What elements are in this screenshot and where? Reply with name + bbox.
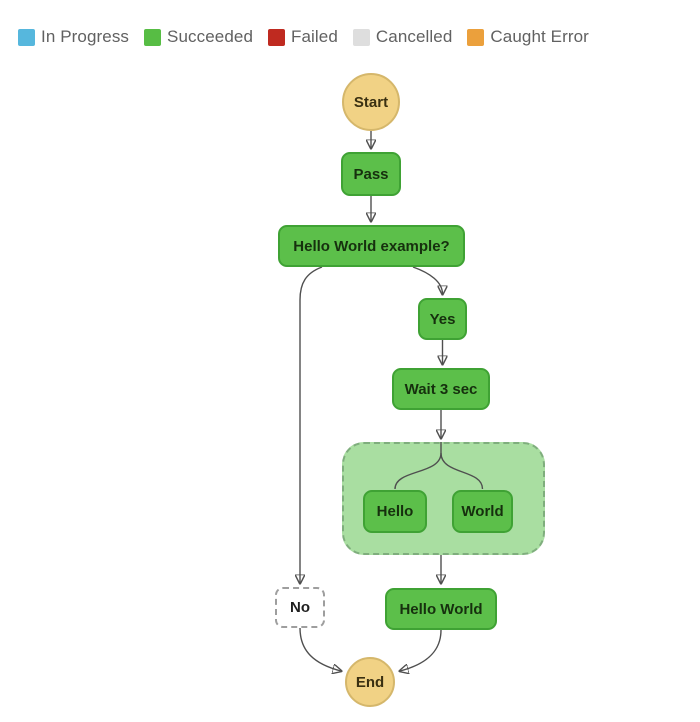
edge-choice-no bbox=[300, 266, 323, 583]
node-world[interactable]: World bbox=[452, 490, 513, 533]
node-hello[interactable]: Hello bbox=[363, 490, 427, 533]
succeeded-swatch-icon bbox=[144, 28, 162, 46]
node-pass-label: Pass bbox=[353, 165, 389, 183]
edge-helloworld-end bbox=[400, 629, 442, 671]
node-wait-label: Wait 3 sec bbox=[404, 380, 478, 398]
edge-no-end bbox=[299, 627, 341, 671]
node-hello-world[interactable]: Hello World bbox=[385, 588, 497, 630]
cancelled-swatch-icon bbox=[352, 28, 370, 46]
node-pass[interactable]: Pass bbox=[341, 152, 401, 196]
node-no-label: No bbox=[290, 599, 310, 616]
node-world-label: World bbox=[461, 503, 504, 520]
legend-label: In Progress bbox=[41, 27, 130, 46]
node-yes[interactable]: Yes bbox=[418, 298, 467, 340]
node-yes-label: Yes bbox=[429, 310, 456, 328]
in-progress-swatch-icon bbox=[18, 28, 35, 46]
legend-item-in-progress: In Progress bbox=[18, 27, 129, 47]
node-wait[interactable]: Wait 3 sec bbox=[392, 368, 490, 410]
legend-label: Caught Error bbox=[490, 27, 589, 46]
caught-error-swatch-icon bbox=[467, 28, 485, 46]
node-no[interactable]: No bbox=[275, 587, 325, 628]
node-start-label: Start bbox=[353, 93, 389, 111]
status-legend: In Progress Succeeded Failed Cancelled C… bbox=[18, 27, 589, 47]
legend-label: Succeeded bbox=[167, 27, 253, 46]
legend-item-succeeded: Succeeded bbox=[144, 27, 253, 47]
node-choice-label: Hello World example? bbox=[293, 237, 450, 255]
node-end-label: End bbox=[355, 673, 385, 691]
node-end: End bbox=[345, 657, 395, 707]
legend-label: Failed bbox=[291, 27, 338, 46]
legend-item-cancelled: Cancelled bbox=[352, 27, 453, 47]
node-start: Start bbox=[342, 73, 400, 131]
legend-item-caught-error: Caught Error bbox=[467, 27, 589, 47]
node-hello-label: Hello bbox=[376, 503, 414, 520]
legend-label: Cancelled bbox=[375, 27, 453, 46]
legend-item-failed: Failed bbox=[268, 27, 338, 47]
edge-choice-yes bbox=[412, 266, 443, 294]
node-choice[interactable]: Hello World example? bbox=[278, 225, 465, 267]
failed-swatch-icon bbox=[268, 28, 285, 46]
node-hello-world-label: Hello World bbox=[399, 600, 483, 618]
